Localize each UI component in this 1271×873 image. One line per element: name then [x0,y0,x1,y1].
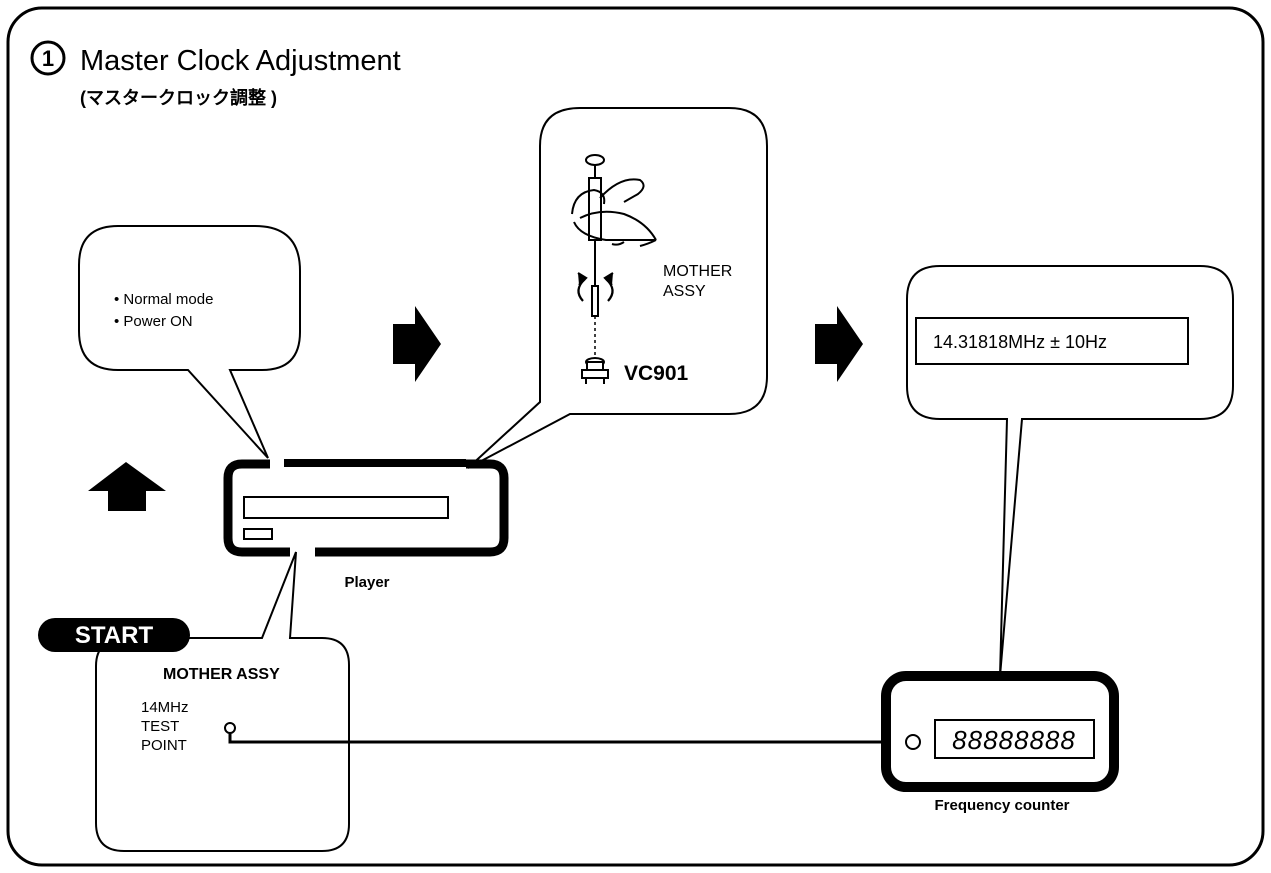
test-point-callout: MOTHER ASSY 14MHz TEST POINT [95,551,350,852]
condition-item-power-on: • Power ON [114,313,193,330]
step-number-circle [30,40,66,76]
test-point-callout-bubble [95,551,350,852]
spec-box [915,317,1189,365]
result-callout-bubble [906,265,1234,677]
condition-callout-bubble [78,225,301,459]
start-badge-label: START [75,622,154,649]
player-indicator [243,528,273,540]
trimmer-capacitor-icon [581,357,609,384]
condition-item-normal-mode: • Normal mode [114,291,213,308]
frequency-counter: 88888888 Frequency counter [881,671,1119,814]
screwdriver-hand-icon [571,154,657,317]
adjust-control-label: VC901 [624,362,689,385]
result-callout: 14.31818MHz ± 10Hz [906,265,1234,677]
page-title: Master Clock Adjustment [80,45,401,77]
page-subtitle: (マスタークロック調整 ) [80,87,277,108]
start-badge: START [38,618,190,652]
counter-display-digits: 88888888 [952,725,1076,755]
spec-value: 14.31818MHz ± 10Hz [933,332,1107,352]
right-arrow-icon [815,306,863,382]
adjust-part-label-line1: MOTHER [663,263,732,280]
adjust-callout: MOTHER ASSY VC901 [467,107,768,469]
frequency-counter-label: Frequency counter [934,797,1069,814]
test-point-icon [224,722,236,734]
player-device: Player [223,459,509,591]
player-tray [243,496,449,519]
up-arrow-icon [88,462,166,511]
header: 1 Master Clock Adjustment (マスタークロック調整 ) [30,40,401,108]
right-arrow-icon [393,306,441,382]
player-body [223,459,509,557]
player-label: Player [344,574,389,591]
test-point-line2: TEST [141,718,179,735]
test-point-line1: 14MHz [141,699,189,716]
rotation-arrows-icon [577,272,614,302]
condition-callout: • Normal mode • Power ON [78,225,301,459]
counter-display [934,719,1095,759]
test-lead-cable [228,733,906,744]
test-point-line3: POINT [141,737,187,754]
test-point-board-label: MOTHER ASSY [163,666,280,683]
counter-input-jack [905,734,921,750]
adjust-part-label-line2: ASSY [663,283,706,300]
step-number: 1 [42,46,54,71]
adjust-callout-bubble [467,107,768,469]
